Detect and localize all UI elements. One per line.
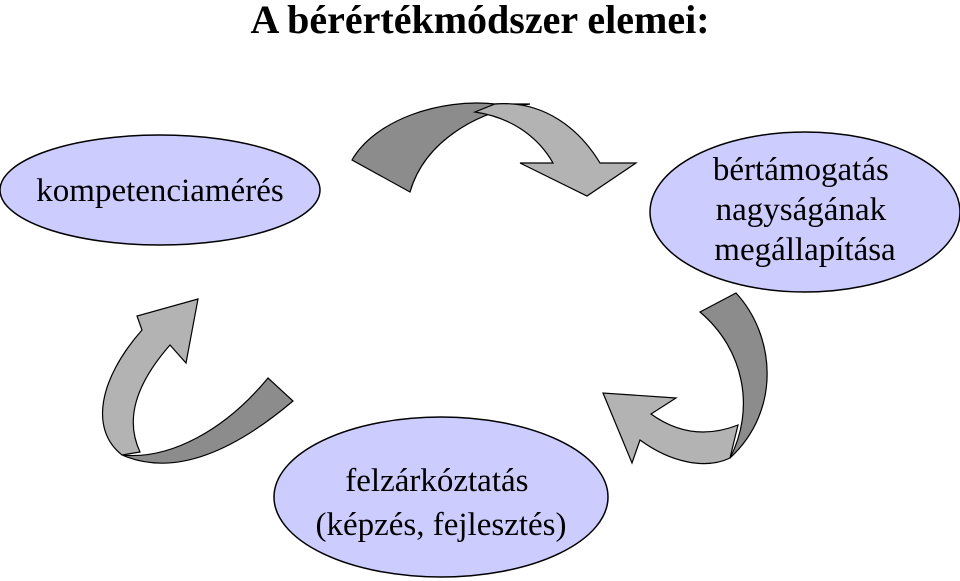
node-catch-up-label-line-1: felzárkóztatás [345,463,528,499]
arrow-competency-to-wage-support [351,102,638,197]
svg-text:bértámogatás nagyságának: bértámogatás nagyságának megállapítása [713,152,897,268]
node-catch-up-ellipse [273,416,609,578]
arrow-left-band [121,377,294,464]
node-competency-ellipse [0,134,321,246]
arrow-catch-up-to-competency [102,298,294,464]
diagram-title: A bérértékmódszer elemei: [250,0,710,42]
node-catch-up-label-line-2: (képzés, fejlesztés) [315,507,566,543]
node-competency: kompetenciamérés [0,134,321,246]
node-wage-support-label-line-3: megállapítása [714,232,896,268]
svg-text:kompetenciamérés: kompetenciamérés [36,173,283,209]
arrow-top-head [472,103,638,197]
svg-text:felzárkóztatás (képzés,: felzárkóztatás (képzés, fejlesztés) [315,463,566,543]
arrow-wage-support-to-catch-up [602,292,768,465]
node-wage-support-ellipse [649,131,960,293]
arrow-right-head [602,392,739,465]
node-wage-support-label-line-1: bértámogatás [713,152,889,188]
node-catch-up: felzárkóztatás (képzés, fejlesztés) [273,416,609,578]
node-wage-support: bértámogatás nagyságának megállapítása [649,131,960,293]
node-wage-support-label-line-2: nagyságának [716,192,887,228]
arrow-left-head [102,298,199,456]
node-competency-label: kompetenciamérés [36,173,283,209]
